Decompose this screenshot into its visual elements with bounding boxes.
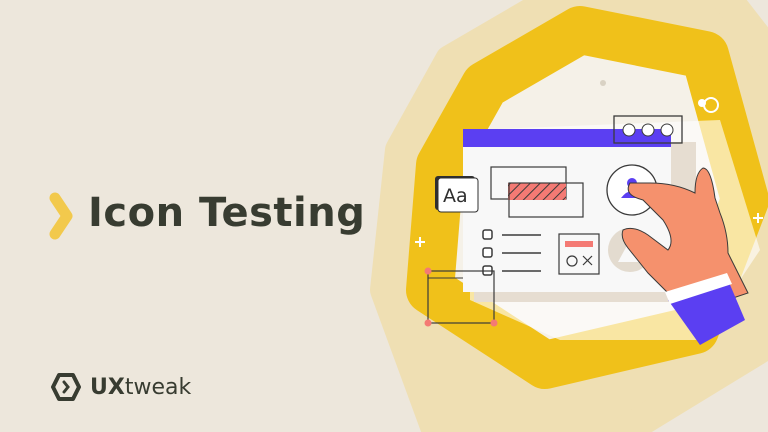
checkbox[interactable] xyxy=(482,229,493,240)
wireframe-box xyxy=(508,182,584,218)
logo-wordmark: UXtweak xyxy=(90,375,191,400)
window-header-bar xyxy=(463,129,671,147)
decor-dot xyxy=(698,99,706,107)
hexagon-logo-icon xyxy=(51,373,81,401)
logo-tweak: tweak xyxy=(124,374,192,400)
plus-icon xyxy=(415,237,425,247)
cuff xyxy=(665,273,732,304)
plus-icon xyxy=(753,213,763,223)
page-title: Icon Testing xyxy=(88,190,366,236)
checkbox[interactable] xyxy=(482,247,493,258)
hatched-bar xyxy=(508,183,566,200)
font-sample-text: Aa xyxy=(443,185,468,207)
font-card xyxy=(437,177,479,213)
uxtweak-logo: UXtweak xyxy=(50,372,191,402)
close-icon xyxy=(582,255,593,266)
window-control-dot[interactable] xyxy=(622,123,636,137)
window-control-dot[interactable] xyxy=(641,123,655,137)
hand-illustration xyxy=(621,167,749,345)
circle-icon xyxy=(566,255,578,267)
checklist xyxy=(482,229,541,276)
dialog-card xyxy=(558,233,600,275)
decor-dot xyxy=(600,80,606,86)
selection-frame xyxy=(424,267,498,327)
window-controls-box xyxy=(613,115,683,144)
window-control-dot[interactable] xyxy=(660,123,674,137)
chevron-right-icon xyxy=(49,192,73,240)
dialog-red-bar xyxy=(565,241,593,247)
logo-ux: UX xyxy=(90,374,125,400)
